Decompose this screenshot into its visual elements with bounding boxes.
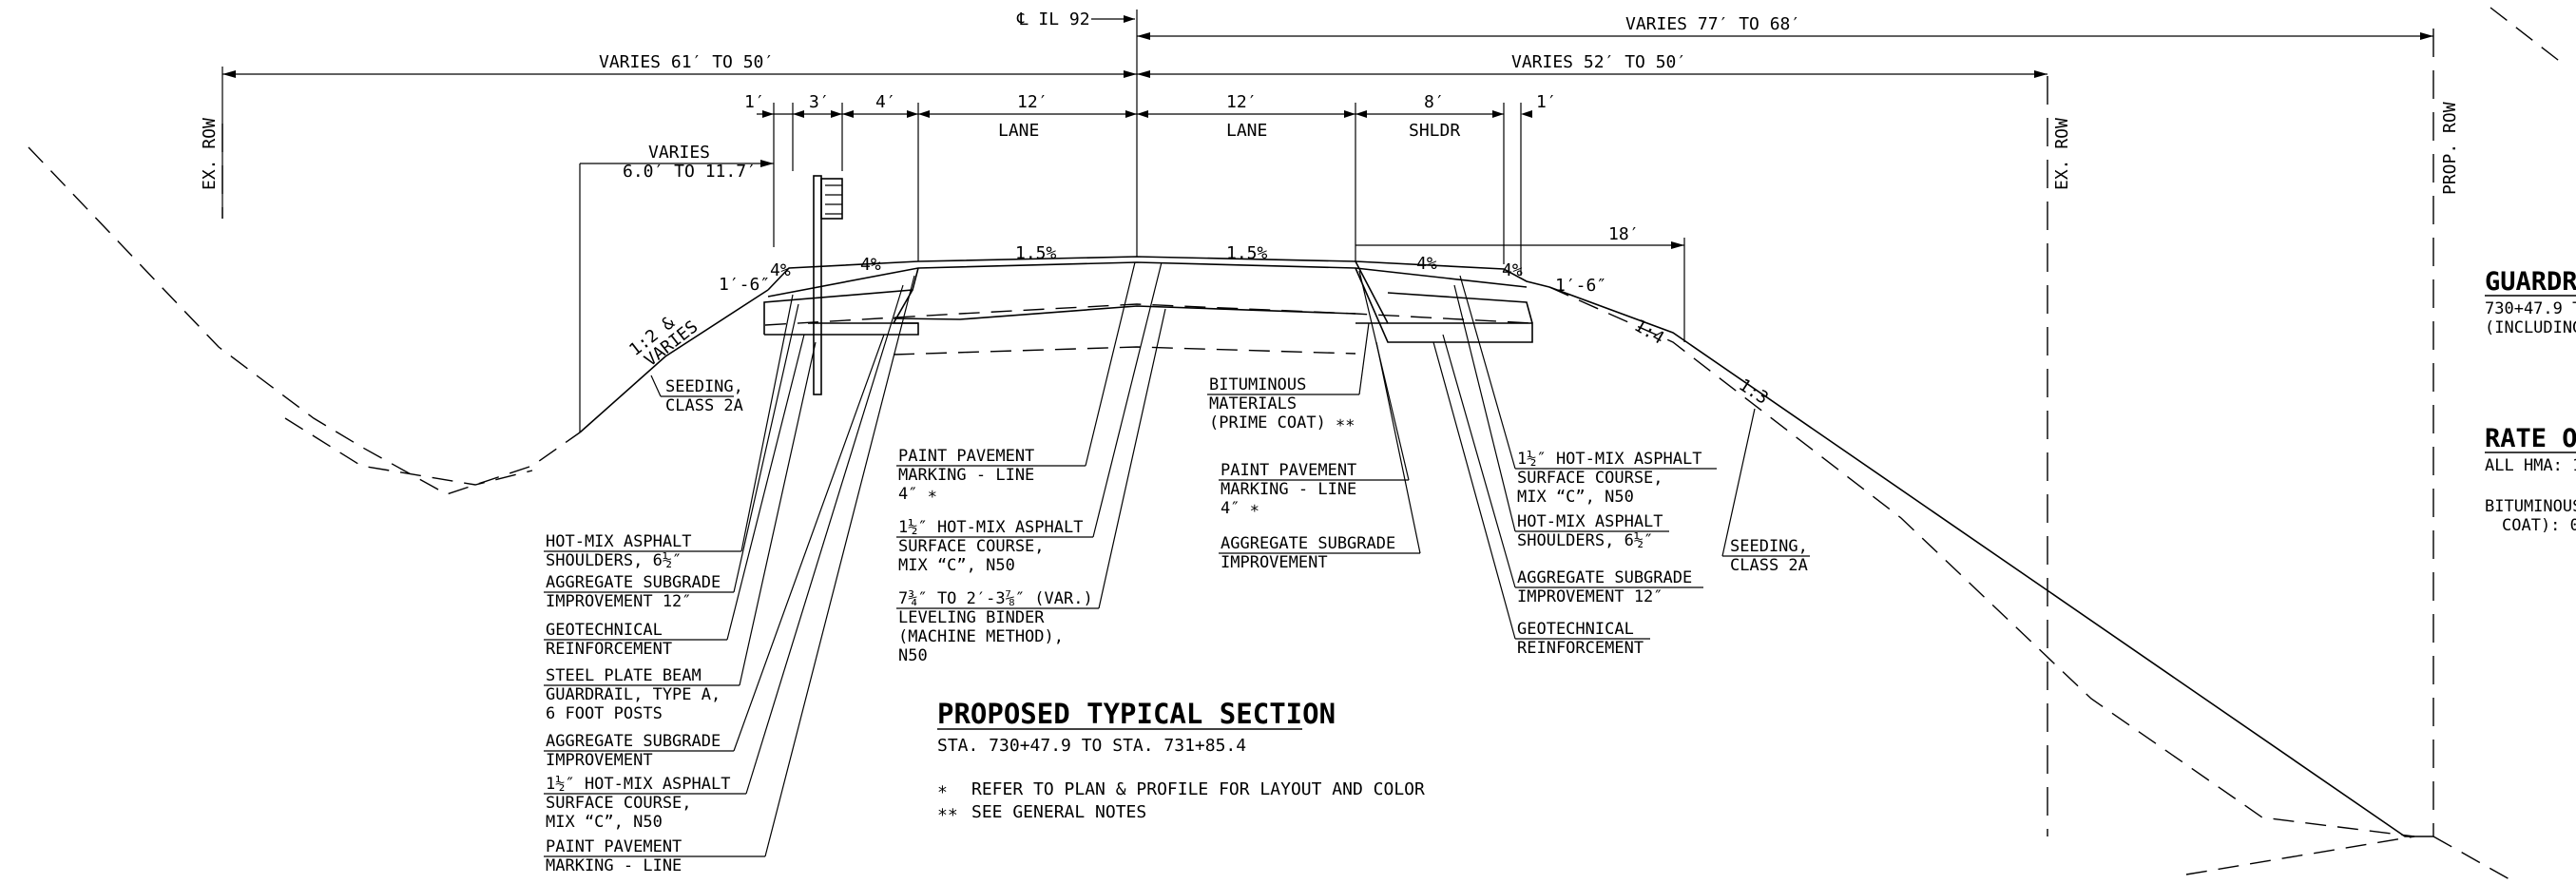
hma-surface-mid-l3: MIX “C”, N50	[898, 556, 1015, 575]
slope-4d: 4%	[1502, 260, 1523, 280]
hma-surface-mid-l1: 1½″ HOT-MIX ASPHALT	[898, 518, 1083, 537]
hma-surface-left-l3: MIX “C”, N50	[546, 813, 663, 832]
note-2-marker: ∗∗	[937, 802, 958, 822]
seeding-left-l1: SEEDING,	[665, 377, 743, 396]
callouts-left: SEEDING, CLASS 2A HOT-MIX ASPHALT SHOULD…	[544, 275, 915, 875]
paint-left2-l1: PAINT PAVEMENT	[546, 837, 682, 856]
agg-subgrade-left-l1: AGGREGATE SUBGRADE	[546, 573, 721, 592]
dim-8ft: 8′	[1424, 92, 1445, 112]
overall-dimensions: ℄ IL 92 VARIES 77′ TO 68′ VARIES 61′ TO …	[221, 10, 2433, 432]
section-stations: STA. 730+47.9 TO STA. 731+85.4	[937, 736, 1246, 756]
leveling-l2: LEVELING BINDER	[898, 608, 1045, 627]
agg-subgrade-right-l1: AGGREGATE SUBGRADE	[1517, 568, 1692, 587]
seeding-right-l1: SEEDING,	[1730, 537, 1808, 556]
dim-lane-left: LANE	[998, 121, 1039, 141]
guardrail-l3: 6 FOOT POSTS	[546, 704, 663, 723]
guardrail-line-b: (INCLUDING	[2485, 318, 2576, 337]
hma-surface-left-l2: SURFACE COURSE,	[546, 794, 692, 813]
hma-surface-right-l3: MIX “C”, N50	[1517, 488, 1634, 507]
note-2: SEE GENERAL NOTES	[971, 802, 1146, 822]
paint-mid-l3: 4″ ∗	[1221, 499, 1259, 518]
seeding-left-l2: CLASS 2A	[665, 396, 743, 415]
ex-row-left-label: EX. ROW	[200, 118, 220, 190]
leveling-l4: N50	[898, 646, 928, 665]
leveling-l1: 7¾″ TO 2′-3⅞″ (VAR.)	[898, 589, 1093, 608]
agg-subgrade-mid-l1: AGGREGATE SUBGRADE	[1221, 534, 1395, 553]
geotech-left-l1: GEOTECHNICAL	[546, 621, 663, 640]
geotech-right-l2: REINFORCEMENT	[1517, 639, 1644, 658]
paint-mid-l1: PAINT PAVEMENT	[1221, 461, 1356, 480]
dim-lane-right: LANE	[1226, 121, 1267, 141]
rate-line-a: ALL HMA: 1	[2485, 456, 2576, 475]
dim-12ft-left: 12′	[1017, 92, 1048, 112]
bituminous-l3: (PRIME COAT) ∗∗	[1209, 413, 1355, 432]
seeding-right-l2: CLASS 2A	[1730, 556, 1808, 575]
hma-surface-left-l1: 1½″ HOT-MIX ASPHALT	[546, 775, 730, 794]
guardrail-l2: GUARDRAIL, TYPE A,	[546, 685, 721, 704]
prop-row-label: PROP. ROW	[2440, 102, 2460, 195]
rate-line-b: BITUMINOUS	[2485, 497, 2576, 516]
hma-surface-right-l1: 1½″ HOT-MIX ASPHALT	[1517, 450, 1701, 469]
title-block: PROPOSED TYPICAL SECTION STA. 730+47.9 T…	[937, 698, 1425, 822]
agg-subgrade-left-l2: IMPROVEMENT 12″	[546, 592, 692, 611]
ex-row-right-label: EX. ROW	[2052, 118, 2072, 190]
hma-shoulders-right-l1: HOT-MIX ASPHALT	[1517, 512, 1663, 531]
hma-surface-mid-l2: SURFACE COURSE,	[898, 537, 1045, 556]
callouts-middle: PAINT PAVEMENT MARKING - LINE 4″ ∗ 1½″ H…	[896, 261, 1421, 665]
dim-12ft-right: 12′	[1226, 92, 1258, 112]
slope-4c: 4%	[1416, 254, 1437, 274]
geotech-left-l2: REINFORCEMENT	[546, 640, 672, 659]
bituminous-l2: MATERIALS	[1209, 394, 1297, 413]
agg-subgrade-left2-l1: AGGREGATE SUBGRADE	[546, 732, 721, 751]
dim-3ft: 3′	[809, 92, 830, 112]
ground-profile	[28, 7, 2567, 880]
dim-1ft6-left: 1′-6″	[719, 275, 770, 295]
callouts-right: 1½″ HOT-MIX ASPHALT SURFACE COURSE, MIX …	[1432, 275, 1810, 658]
agg-subgrade-right-l2: IMPROVEMENT 12″	[1517, 587, 1663, 606]
rate-heading: RATE O	[2485, 424, 2576, 453]
section-title: PROPOSED TYPICAL SECTION	[937, 698, 1336, 730]
guardrail-line-a: 730+47.9 T	[2485, 299, 2576, 318]
dim-shldr: SHLDR	[1409, 121, 1460, 141]
slope-4a: 4%	[770, 260, 791, 280]
paint-left-l3: 4″ ∗	[898, 485, 937, 504]
agg-subgrade-mid-l2: IMPROVEMENT	[1221, 553, 1328, 572]
paint-left-l1: PAINT PAVEMENT	[898, 447, 1034, 466]
dim-1ft-left: 1′	[744, 92, 765, 112]
side-panel: GUARDR 730+47.9 T (INCLUDING RATE O ALL …	[2485, 267, 2576, 535]
paint-left-l2: MARKING - LINE	[898, 466, 1034, 485]
dim-18ft: 18′	[1608, 224, 1640, 244]
dim-varies-range: 6.0′ TO 11.7′	[623, 162, 757, 182]
dim-1ft-right: 1′	[1536, 92, 1557, 112]
hma-shoulders-left-l2: SHOULDERS, 6½″	[546, 551, 682, 570]
dim-varies-61-50: VARIES 61′ TO 50′	[599, 52, 774, 72]
paint-mid-l2: MARKING - LINE	[1221, 480, 1356, 499]
slope-15b: 1.5%	[1226, 243, 1268, 263]
dim-varies-77-68: VARIES 77′ TO 68′	[1625, 14, 1800, 34]
guardrail-l1: STEEL PLATE BEAM	[546, 666, 702, 685]
paint-left2-l2: MARKING - LINE	[546, 856, 682, 875]
hma-surface-right-l2: SURFACE COURSE,	[1517, 469, 1663, 488]
agg-subgrade-left2-l2: IMPROVEMENT	[546, 751, 653, 770]
roadway-section	[763, 175, 1550, 395]
slope-4b: 4%	[860, 255, 881, 275]
dim-4ft: 4′	[875, 92, 896, 112]
dim-varies-52-50: VARIES 52′ TO 50′	[1511, 52, 1686, 72]
note-1-marker: ∗	[937, 779, 948, 799]
bituminous-l1: BITUMINOUS	[1209, 375, 1306, 394]
geotech-right-l1: GEOTECHNICAL	[1517, 620, 1634, 639]
hma-shoulders-left-l1: HOT-MIX ASPHALT	[546, 532, 692, 551]
slope-14: 1:4	[1631, 316, 1668, 348]
slope-15a: 1.5%	[1015, 243, 1057, 263]
leveling-l3: (MACHINE METHOD),	[898, 627, 1064, 646]
hma-shoulders-right-l2: SHOULDERS, 6½″	[1517, 531, 1653, 550]
dim-varies: VARIES	[648, 143, 710, 163]
note-1: REFER TO PLAN & PROFILE FOR LAYOUT AND C…	[971, 779, 1425, 799]
rate-line-c: COAT): 0	[2502, 516, 2576, 535]
guardrail-heading: GUARDR	[2485, 267, 2576, 297]
dim-1ft6-right: 1′-6″	[1555, 276, 1606, 296]
row-lines: EX. ROW EX. ROW PROP. ROW	[200, 29, 2460, 836]
centerline-label: ℄ IL 92	[1016, 10, 1090, 29]
